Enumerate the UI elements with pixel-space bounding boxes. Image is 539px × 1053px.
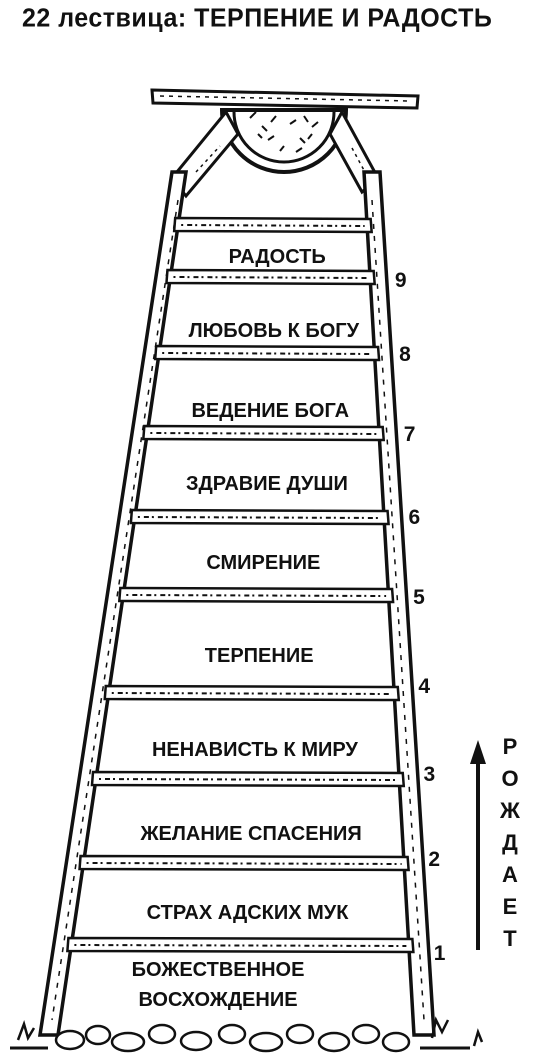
rung-bar xyxy=(129,508,390,526)
rung-label: ВЕДЕНИЕ БОГА xyxy=(191,400,349,422)
rung-number: 9 xyxy=(395,269,407,292)
side-word-letter: Т xyxy=(503,926,517,951)
rung-bar xyxy=(117,586,395,604)
rung-number: 5 xyxy=(413,586,425,609)
side-word-letter: Д xyxy=(502,830,518,855)
rung-label: ЛЮБОВЬ К БОГУ xyxy=(189,320,360,342)
rung-bar xyxy=(103,684,401,702)
rung-bar xyxy=(141,424,386,442)
rung-label: СТРАХ АДСКИХ МУК xyxy=(147,902,350,924)
side-word-letter: Е xyxy=(503,894,518,919)
ground-stones xyxy=(10,1016,484,1053)
side-word-letter: А xyxy=(502,862,518,887)
rung-bar xyxy=(172,216,374,234)
rung-label: СМИРЕНИЕ xyxy=(206,552,320,574)
rung-label: ЖЕЛАНИЕ СПАСЕНИЯ xyxy=(139,823,361,845)
rung-label: РАДОСТЬ xyxy=(229,246,326,268)
rung-bar xyxy=(153,344,381,362)
side-word-letter: О xyxy=(501,766,518,791)
rung-label: ЗДРАВИЕ ДУШИ xyxy=(186,473,348,495)
side-word-letter: Р xyxy=(503,734,518,759)
rung-bar xyxy=(66,936,415,954)
crown-emblem xyxy=(219,108,349,174)
up-arrow xyxy=(470,740,486,950)
rung-bar xyxy=(90,770,406,788)
rung-number: 3 xyxy=(423,763,435,786)
side-word-letter: Ж xyxy=(499,798,520,823)
rung-bar xyxy=(78,854,410,872)
rung-number: 7 xyxy=(404,423,416,446)
rung-label: ТЕРПЕНИЕ xyxy=(205,645,314,667)
rung-number: 2 xyxy=(428,848,440,871)
base-label-line: ВОСХОЖДЕНИЕ xyxy=(138,989,297,1011)
rung-number: 6 xyxy=(409,506,421,529)
base-label: БОЖЕСТВЕННОЕ ВОСХОЖДЕНИЕ xyxy=(132,959,305,1011)
rung-label: НЕНАВИСТЬ К МИРУ xyxy=(152,739,358,761)
page-title: 22 лествица: ТЕРПЕНИЕ И РАДОСТЬ xyxy=(22,3,493,33)
ladder-rails xyxy=(37,170,436,1037)
rung-number: 1 xyxy=(434,942,446,965)
rung-number: 4 xyxy=(418,675,430,698)
rung-number: 8 xyxy=(399,343,411,366)
rung-bar xyxy=(165,268,377,286)
top-crossbar xyxy=(150,88,420,110)
base-label-line: БОЖЕСТВЕННОЕ xyxy=(132,959,305,981)
